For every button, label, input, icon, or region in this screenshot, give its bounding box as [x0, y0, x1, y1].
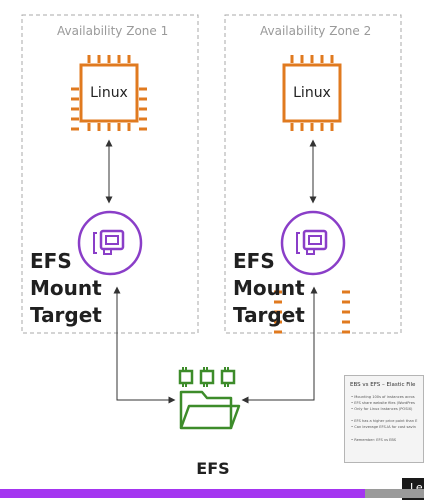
mount-to-efs-connector — [241, 286, 318, 404]
mount-target-1-line-3: Target — [30, 303, 102, 327]
thumbnail-bullet: • EFS share website files (WordPres — [351, 401, 415, 405]
mount-target-2-line-3: Target — [233, 303, 305, 327]
mount-target-2-line-1: EFS — [233, 249, 275, 273]
efs-label: EFS — [196, 459, 230, 478]
network-interface-icon — [280, 210, 346, 276]
instance-1-label: Linux — [90, 85, 128, 101]
mount-target-1-line-2: Mount — [30, 276, 102, 300]
cpu-chip-icon — [71, 55, 147, 131]
thumbnail-bullet: • Remember: EFS vs EBS — [351, 438, 397, 442]
folder-icon — [178, 367, 241, 430]
thumbnail-bullet: • EFS has a higher price point than E — [351, 419, 418, 423]
network-interface-icon — [77, 210, 143, 276]
thumbnail-bullet: • Only for Linux Instances (POSIX) — [351, 407, 413, 411]
mount-to-efs-connector — [113, 286, 176, 404]
thumbnail-title: EBS vs EFS – Elastic File — [350, 382, 416, 388]
mount-target-2-line-2: Mount — [233, 276, 305, 300]
availability-zone-1-label: Availability Zone 1 — [57, 24, 169, 38]
thumbnail-bullet: • Can leverage EFS-IA for cost savin — [351, 425, 416, 429]
availability-zone-2-label: Availability Zone 2 — [260, 24, 372, 38]
thumbnail-bullet: • Mounting 100s of instances acros — [351, 395, 415, 399]
mount-target-1-line-1: EFS — [30, 249, 72, 273]
instance-2-label: Linux — [293, 85, 331, 101]
availability-zone-1-box — [21, 14, 199, 334]
video-progress-bar[interactable] — [0, 489, 424, 498]
video-progress-fill — [0, 489, 365, 498]
slide-thumbnail[interactable]: EBS vs EFS – Elastic File • Mounting 100… — [344, 375, 424, 463]
